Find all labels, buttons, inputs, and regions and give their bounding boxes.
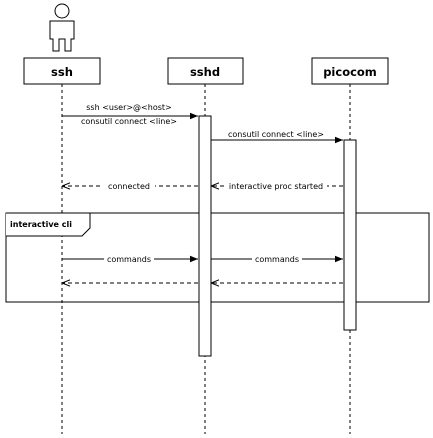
participant-sshd: sshd (167, 57, 244, 85)
participant-picocom-label: picocom (323, 65, 377, 79)
message-consutil-label: consutil connect <line> (81, 117, 177, 126)
return-connected-label: connected (108, 182, 150, 191)
user-actor-icon (49, 3, 75, 52)
message-commands-sshd-to-picocom: commands (211, 253, 343, 264)
message-consutil-picocom-label: consutil connect <line> (228, 130, 324, 139)
activation-sshd (198, 115, 212, 357)
return-interactive-proc-started: interactive proc started (211, 180, 343, 191)
message-commands-ssh-to-sshd: commands (62, 253, 198, 264)
activation-picocom (343, 139, 357, 331)
participant-picocom: picocom (311, 57, 389, 85)
participant-ssh: ssh (23, 57, 101, 85)
return-connected: connected (62, 180, 198, 191)
participant-ssh-label: ssh (51, 65, 73, 79)
message-ssh-label: ssh <user>@<host> (86, 103, 171, 112)
interactive-cli-frame: interactive cli (5, 212, 430, 303)
return-interactive-label: interactive proc started (229, 182, 323, 191)
message-sshd-to-picocom: consutil connect <line> (211, 130, 343, 144)
frame-title: interactive cli (10, 220, 72, 229)
commands-label-1: commands (107, 255, 151, 264)
participant-sshd-label: sshd (190, 65, 220, 79)
message-ssh-to-sshd: ssh <user>@<host> consutil connect <line… (62, 103, 198, 126)
commands-label-2: commands (255, 255, 299, 264)
